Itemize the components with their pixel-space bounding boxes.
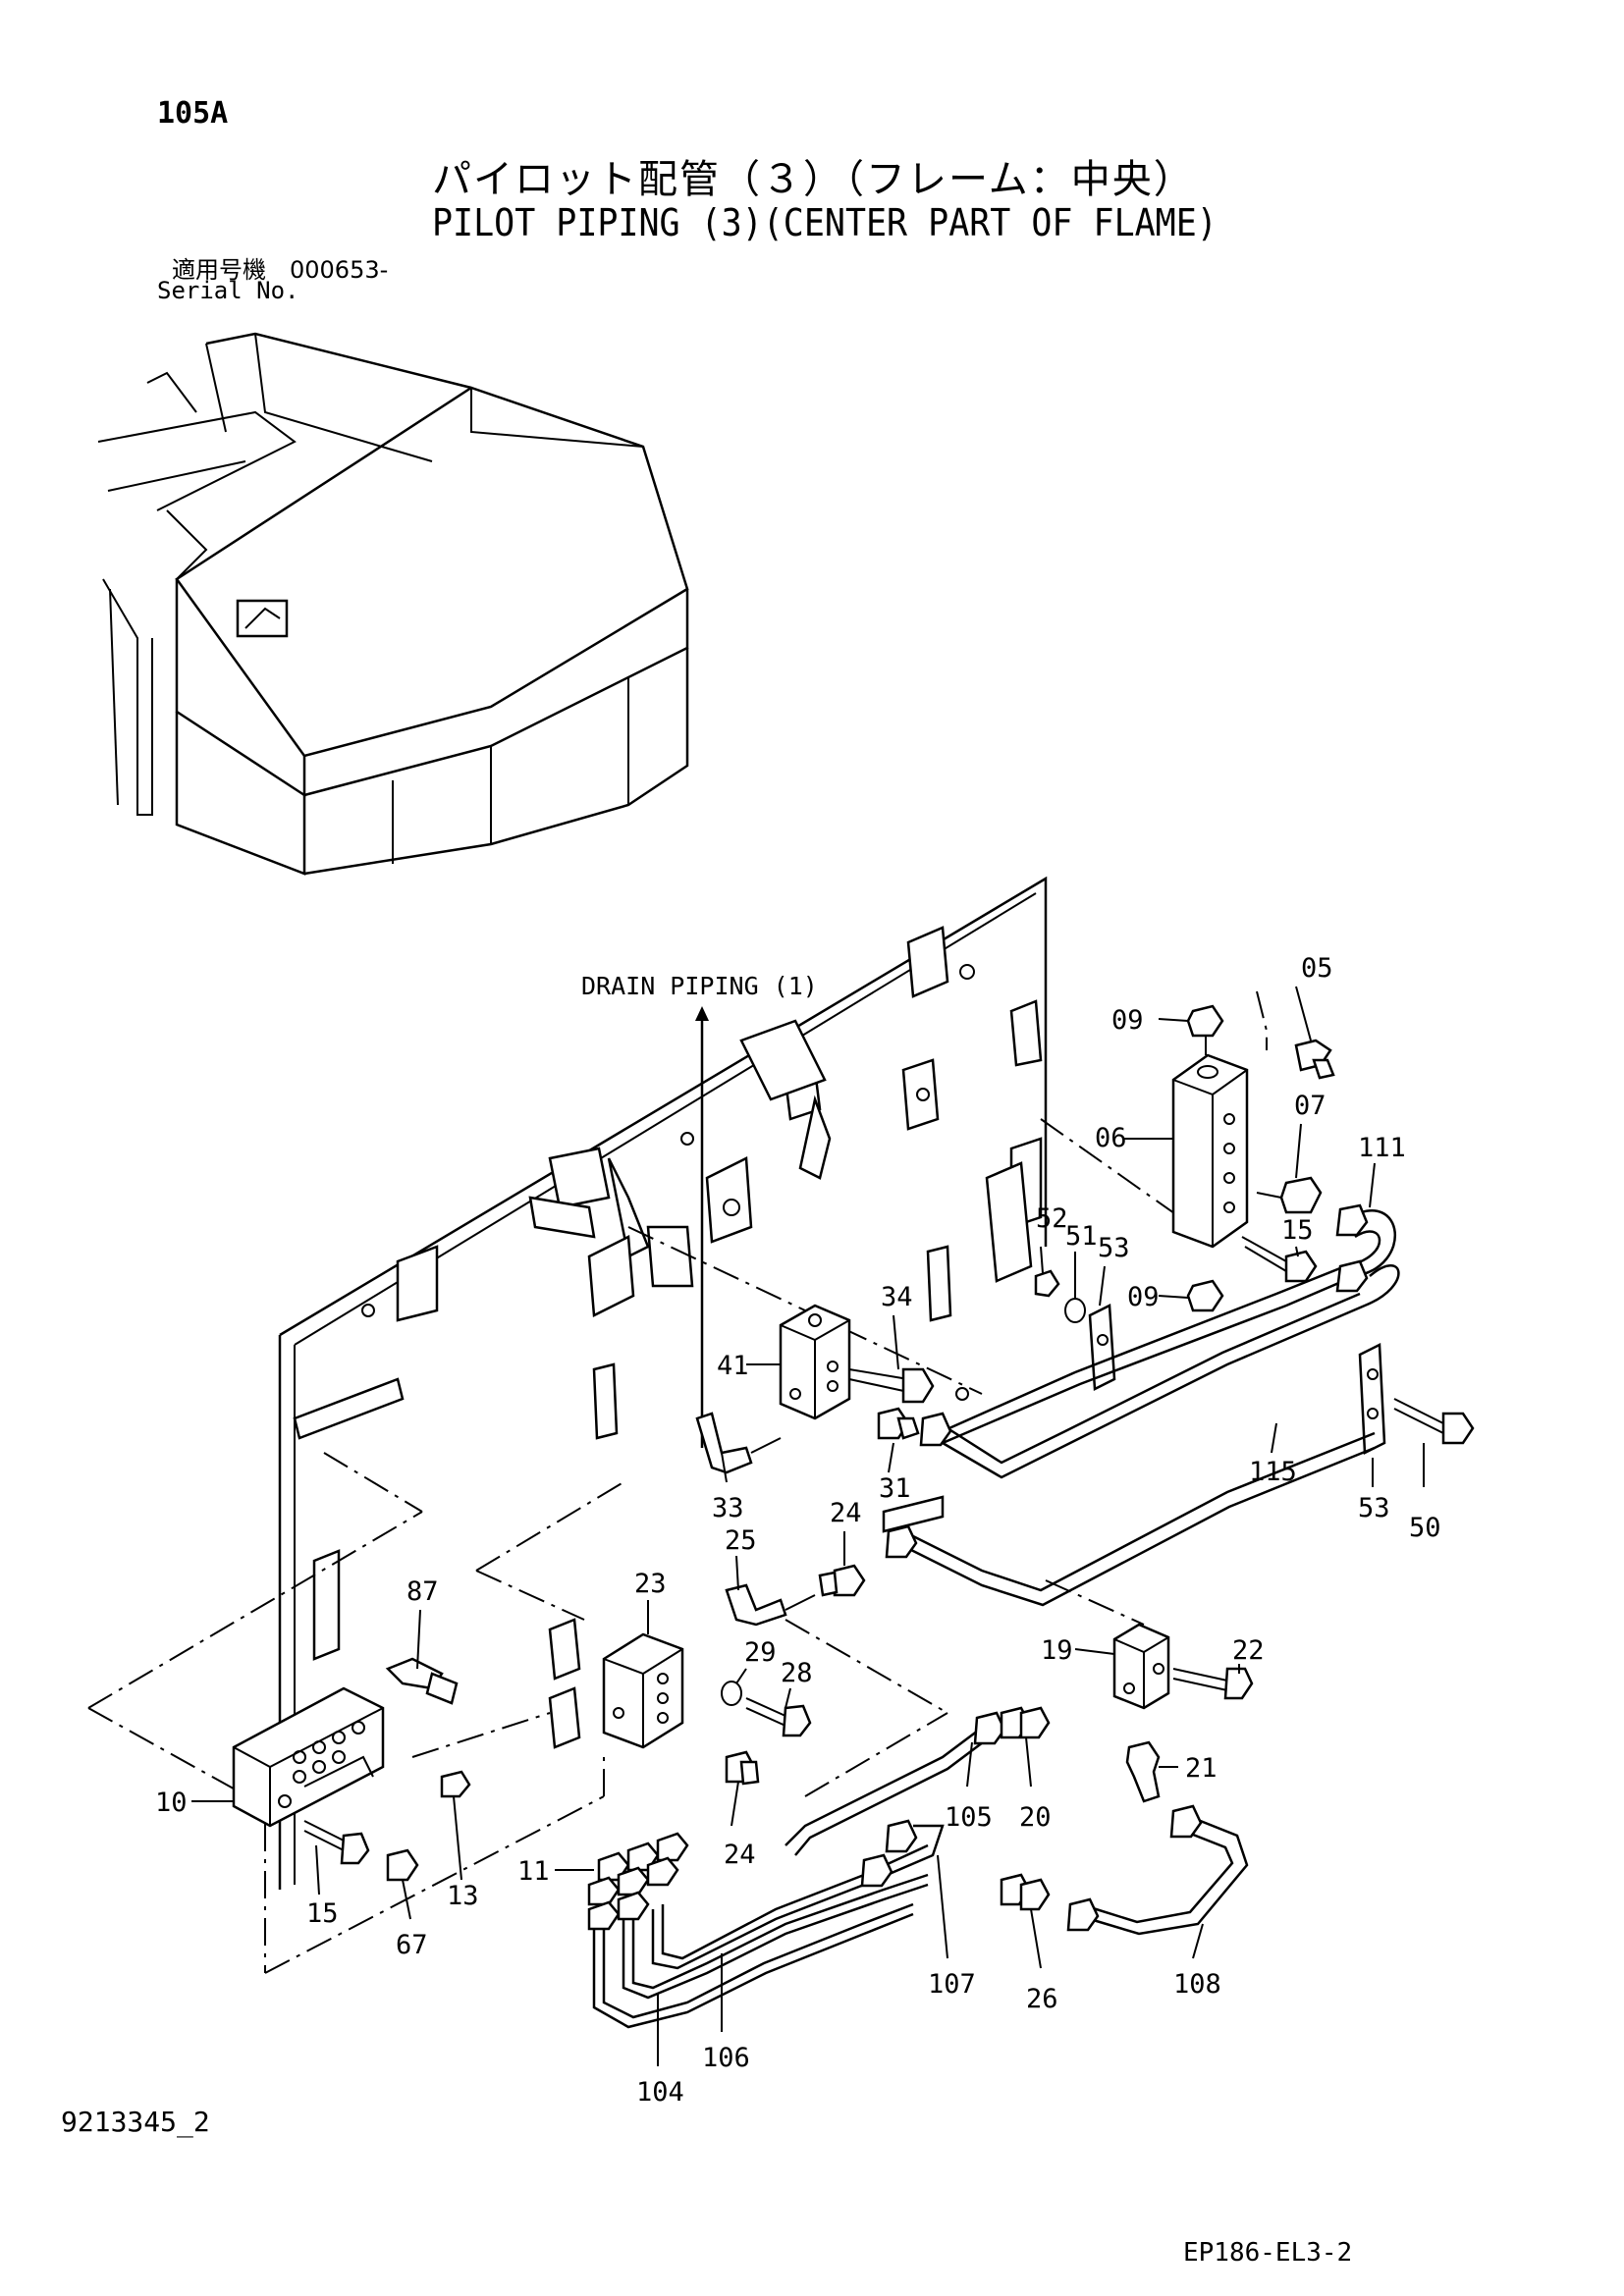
part-label: 06 (1095, 1123, 1127, 1153)
bolt-15-lower (303, 1820, 370, 1865)
leader-lines (87, 990, 1268, 1974)
title-english: PILOT PIPING (3)(CENTER PART OF FLAME) (432, 201, 1218, 244)
part-label: 52 (1036, 1203, 1068, 1234)
pipe-111 (942, 1203, 1397, 1445)
bracket (548, 1618, 581, 1681)
fitting-group-11 (587, 1832, 689, 1931)
part-label: 31 (879, 1473, 911, 1504)
drain-piping-label: DRAIN PIPING (1) (581, 972, 818, 1000)
pressure-switch-87 (385, 1657, 459, 1705)
bolt-22 (1172, 1667, 1254, 1700)
frame-plate (278, 876, 1048, 1890)
figure-code: EP186-EL3-2 (1183, 2238, 1353, 2268)
elbow-33 (695, 1412, 782, 1474)
part-label: 11 (517, 1856, 550, 1887)
part-labels: 05 09 07 111 06 52 51 53 15 09 34 41 115… (155, 953, 1441, 2108)
bolt-28 (745, 1697, 812, 1737)
part-label: 29 (744, 1637, 777, 1668)
valve-block-41 (779, 1304, 851, 1420)
part-label: 07 (1294, 1091, 1326, 1121)
part-label: 21 (1185, 1753, 1218, 1784)
part-label: 24 (830, 1498, 862, 1528)
fitting-05 (1294, 1039, 1335, 1080)
part-label: 19 (1041, 1635, 1073, 1666)
part-label: 87 (406, 1576, 439, 1607)
pipe-115 (885, 1263, 1400, 1607)
bolt-50 (1393, 1398, 1475, 1445)
part-label: 104 (636, 2077, 684, 2108)
part-label: 50 (1409, 1513, 1441, 1543)
pipe-106 (622, 1873, 929, 2000)
part-label: 13 (447, 1881, 479, 1911)
machine-overview-sketch (97, 332, 689, 876)
part-label: 34 (881, 1282, 913, 1312)
part-label: 09 (1127, 1282, 1160, 1312)
drain-piping-arrow (695, 1006, 709, 1448)
valve-block-19 (1112, 1623, 1170, 1710)
pipe-105 (785, 1711, 1006, 1856)
elbow-25 (725, 1583, 816, 1627)
serial-label-english: Serial No. (157, 277, 299, 304)
part-label: 10 (155, 1788, 188, 1818)
fitting-20 (1000, 1706, 1051, 1739)
part-label: 05 (1301, 953, 1333, 984)
pipe-107 (651, 1819, 945, 1970)
plug-09-lower (1186, 1279, 1224, 1312)
fitting-26 (1000, 1873, 1051, 1911)
bracket (548, 1686, 581, 1749)
pipe-104 (592, 1902, 914, 2029)
fitting-31 (877, 1407, 920, 1440)
part-label: 108 (1173, 1969, 1221, 2000)
serial-label-japanese: 適用号機 000653- (172, 256, 389, 284)
washer-51 (1064, 1298, 1086, 1323)
part-label: 20 (1019, 1802, 1052, 1833)
bolt-15-top (1241, 1236, 1318, 1283)
part-label: 15 (306, 1898, 339, 1929)
part-label: 33 (712, 1493, 744, 1523)
title-japanese: パイロット配管（３）（フレーム：中央） (432, 157, 1195, 202)
valve-block-10 (232, 1686, 385, 1828)
part-label: 41 (717, 1351, 749, 1381)
part-label: 26 (1026, 1984, 1058, 2014)
part-label: 105 (945, 1802, 993, 1833)
part-label: 25 (725, 1525, 757, 1556)
fitting-13 (440, 1770, 471, 1798)
part-label: 106 (702, 2043, 750, 2073)
part-label: 115 (1249, 1457, 1297, 1487)
valve-block-23 (602, 1632, 684, 1749)
part-label: 107 (928, 1969, 976, 2000)
pipe-108 (1066, 1804, 1249, 1936)
part-label: 23 (634, 1569, 667, 1599)
part-label: 111 (1358, 1133, 1406, 1163)
document-number: 9213345_2 (61, 2106, 210, 2138)
clamp-53-right (1358, 1343, 1386, 1455)
part-label: 15 (1281, 1215, 1314, 1246)
part-label: 09 (1111, 1005, 1144, 1036)
elbow-21 (1125, 1740, 1161, 1803)
page-id: 105A (157, 96, 229, 131)
part-label: 67 (396, 1930, 428, 1960)
part-label: 53 (1358, 1493, 1390, 1523)
fitting-24-upper (818, 1564, 866, 1597)
nut-52 (1034, 1269, 1060, 1298)
fitting-07 (1256, 1176, 1323, 1214)
fitting-24-lower (725, 1750, 760, 1786)
callout-leaders (191, 986, 1425, 2066)
part-label: 24 (724, 1840, 756, 1870)
part-label: 53 (1098, 1233, 1130, 1263)
valve-block-06 (1144, 1053, 1249, 1249)
plug-09-top (1186, 1004, 1224, 1055)
fitting-34 (848, 1367, 935, 1404)
part-label: 22 (1232, 1635, 1265, 1666)
part-label: 51 (1065, 1221, 1098, 1252)
part-label: 28 (781, 1658, 813, 1688)
fitting-67 (386, 1848, 419, 1882)
washer-29 (721, 1681, 742, 1706)
